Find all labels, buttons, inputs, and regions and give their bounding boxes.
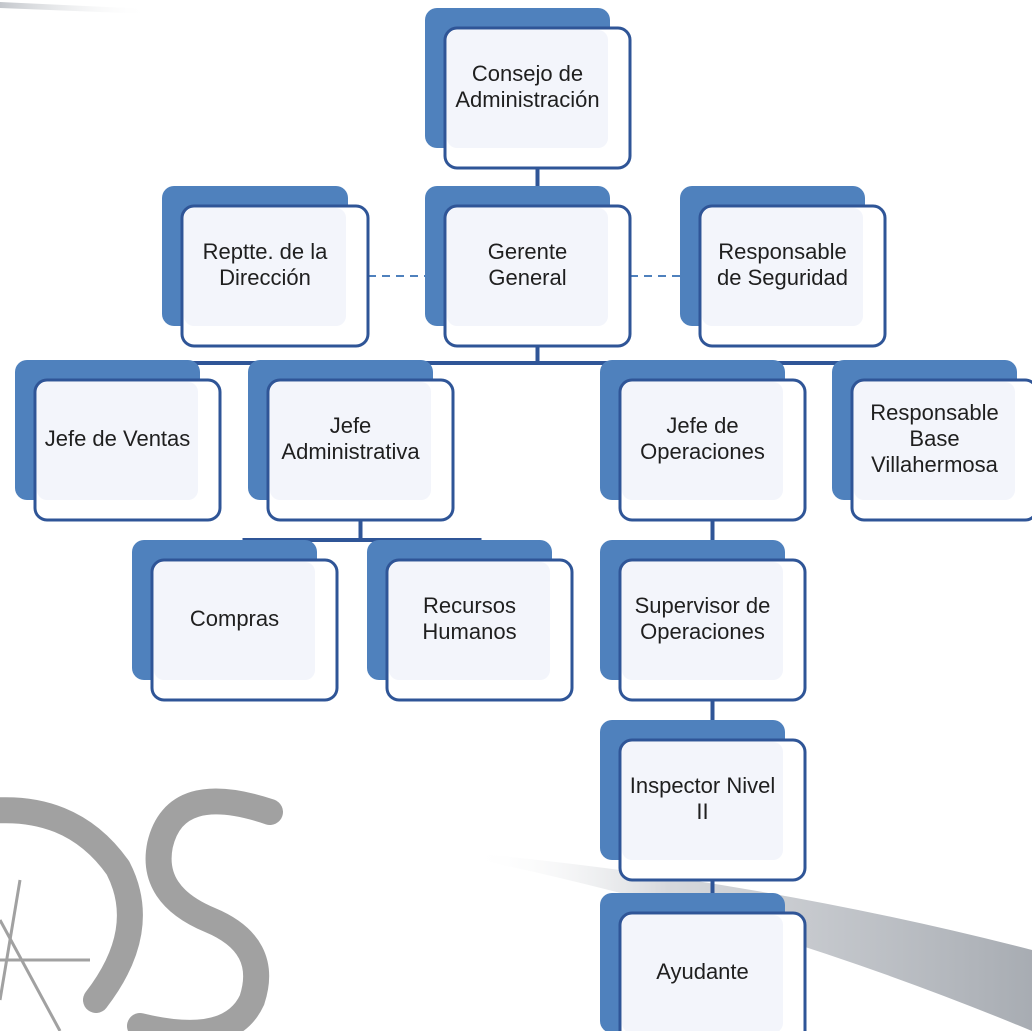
node-label-line: Consejo de bbox=[472, 61, 583, 86]
watermark-lines bbox=[0, 879, 90, 1031]
node-label-line: Jefe bbox=[330, 413, 372, 438]
node-label-line: Supervisor de bbox=[635, 593, 771, 618]
node-inner-panel bbox=[622, 562, 783, 680]
node-label-line: General bbox=[488, 265, 566, 290]
node-label-line: Jefe de bbox=[666, 413, 738, 438]
node-label-line: Compras bbox=[190, 606, 279, 631]
node-inner-panel bbox=[154, 562, 315, 680]
node-label-line: Jefe de Ventas bbox=[45, 426, 191, 451]
node-label: Compras bbox=[190, 606, 279, 631]
node-ayudante: Ayudante bbox=[600, 893, 807, 1031]
node-inner-panel bbox=[270, 382, 431, 500]
node-compras: Compras bbox=[132, 540, 339, 702]
node-inner-panel bbox=[702, 208, 863, 326]
top-left-streak bbox=[0, 2, 150, 14]
node-label-line: Administración bbox=[455, 87, 599, 112]
node-inner-panel bbox=[622, 742, 783, 860]
node-label-line: Humanos bbox=[422, 619, 516, 644]
node-label-line: Dirección bbox=[219, 265, 311, 290]
node-label: Ayudante bbox=[656, 959, 749, 984]
node-ventas: Jefe de Ventas bbox=[15, 360, 222, 522]
bottom-right-streak bbox=[470, 853, 1032, 1031]
node-inner-panel bbox=[622, 382, 783, 500]
node-label-line: Base bbox=[909, 426, 959, 451]
node-inner-panel bbox=[447, 30, 608, 148]
node-label-line: Operaciones bbox=[640, 619, 765, 644]
watermark-logo bbox=[0, 788, 283, 1031]
node-inner-panel bbox=[37, 382, 198, 500]
node-inner-panel bbox=[184, 208, 346, 326]
node-label-line: Ayudante bbox=[656, 959, 749, 984]
node-label-line: Gerente bbox=[488, 239, 568, 264]
node-label-line: Inspector Nivel bbox=[630, 773, 776, 798]
node-inner-panel bbox=[854, 382, 1015, 500]
node-label-line: II bbox=[696, 799, 708, 824]
node-label-line: Responsable bbox=[718, 239, 846, 264]
node-inner-panel bbox=[389, 562, 550, 680]
node-label-line: Responsable bbox=[870, 400, 998, 425]
node-label-line: Reptte. de la bbox=[203, 239, 329, 264]
node-label-line: Administrativa bbox=[281, 439, 420, 464]
node-inner-panel bbox=[622, 915, 783, 1031]
node-label-line: Recursos bbox=[423, 593, 516, 618]
node-label: Jefe de Ventas bbox=[45, 426, 191, 451]
node-label-line: Villahermosa bbox=[871, 452, 999, 477]
node-inner-panel bbox=[447, 208, 608, 326]
node-label-line: Operaciones bbox=[640, 439, 765, 464]
node-label-line: de Seguridad bbox=[717, 265, 848, 290]
